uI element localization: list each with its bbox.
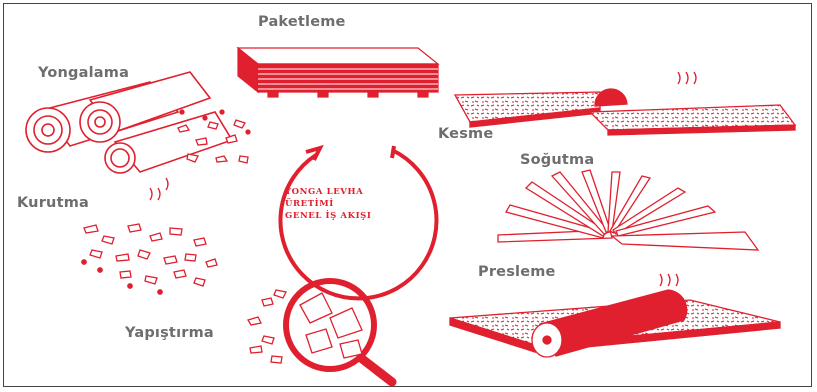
center-title-line3: GENEL İŞ AKIŞI <box>285 210 381 222</box>
stage-label-cutting: Kesme <box>438 126 493 142</box>
stage-label-packaging: Paketleme <box>258 14 346 30</box>
logs-icon <box>26 72 232 173</box>
board-cutting-icon <box>455 72 795 135</box>
center-title-line1: YONGA LEVHA <box>285 186 381 198</box>
center-title: YONGA LEVHA ÜRETİMİ GENEL İŞ AKIŞI <box>285 186 381 222</box>
stage-label-pressing: Presleme <box>478 264 556 280</box>
stage-label-drying: Kurutma <box>17 195 89 211</box>
packaging-stack-icon <box>238 48 438 97</box>
cooling-fan-icon <box>498 170 758 250</box>
press-roller-icon <box>450 274 780 357</box>
center-title-line2: ÜRETİMİ <box>285 198 381 210</box>
stage-label-gluing: Yapıştırma <box>125 325 214 341</box>
stage-label-cooling: Soğutma <box>520 152 594 168</box>
drying-chips-icon <box>82 178 217 294</box>
stage-label-chipping: Yongalama <box>38 65 129 81</box>
